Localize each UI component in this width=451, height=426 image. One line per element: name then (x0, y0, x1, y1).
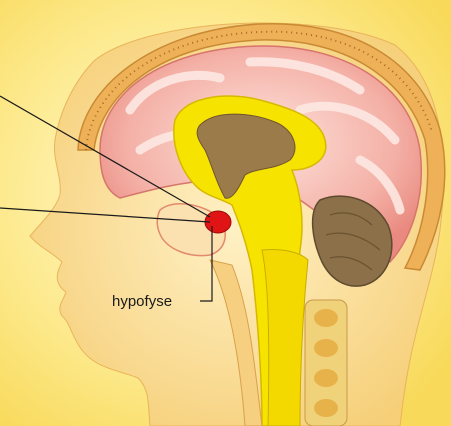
label-hypofyse: hypofyse (112, 293, 172, 310)
vertebrae (305, 300, 347, 426)
